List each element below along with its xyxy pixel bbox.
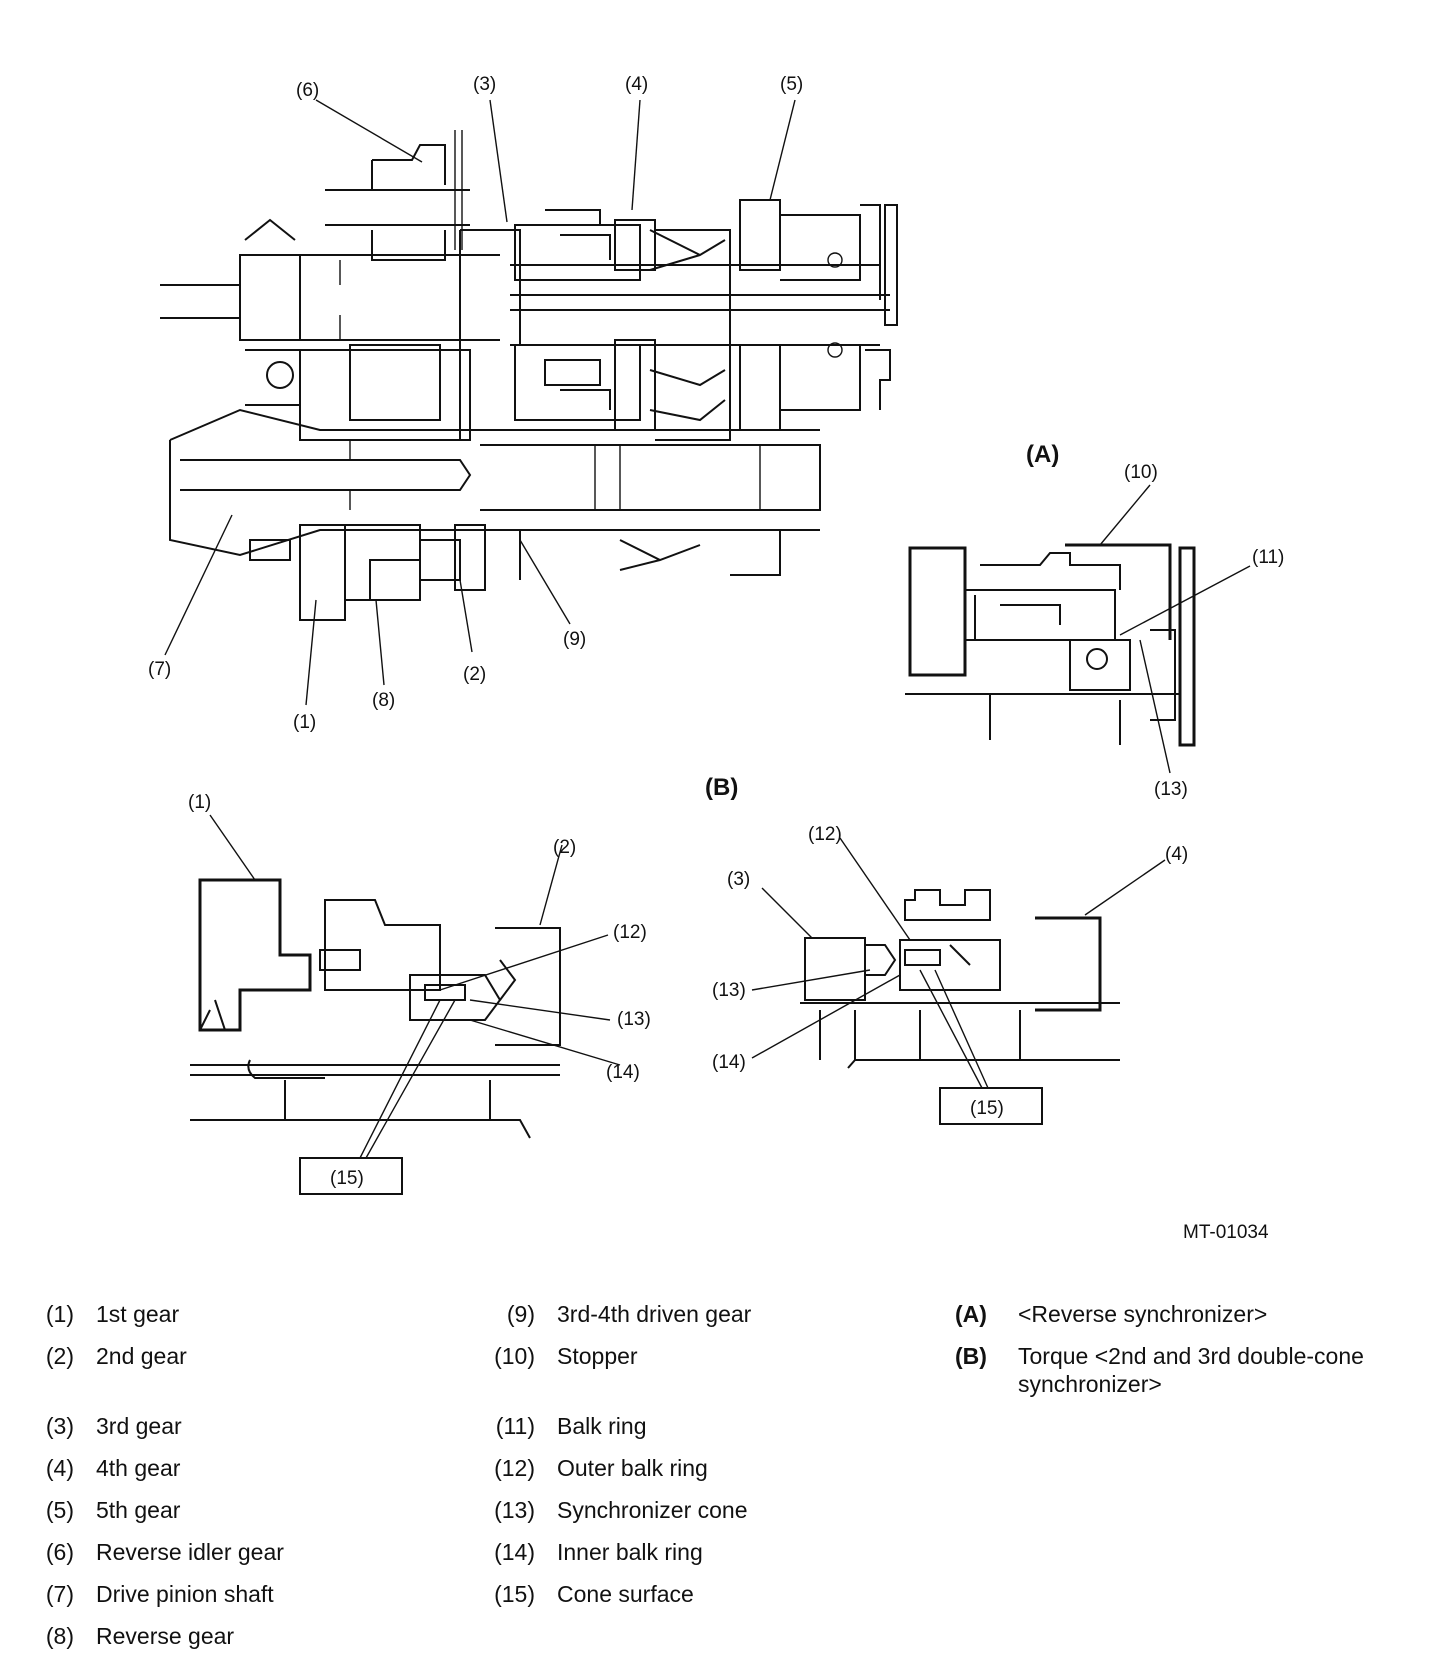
legend-text: Inner balk ring bbox=[557, 1539, 703, 1565]
detail-b-left: (1) (2) (12) (13) (14) (15) bbox=[188, 792, 651, 1195]
legend-num: (B) bbox=[955, 1343, 987, 1369]
callout-4: (4) bbox=[625, 74, 648, 95]
callout-1: (1) bbox=[293, 712, 316, 733]
legend-text: 1st gear bbox=[96, 1301, 180, 1327]
callout-2: (2) bbox=[463, 664, 486, 685]
legend-num: (A) bbox=[955, 1301, 987, 1327]
legend-text: Synchronizer cone bbox=[557, 1497, 748, 1523]
callout-6: (6) bbox=[296, 80, 319, 101]
figure-code: MT-01034 bbox=[1183, 1222, 1269, 1243]
callout-11: (11) bbox=[1252, 547, 1284, 568]
legend-num: (9) bbox=[506, 1301, 535, 1327]
legend-num: (12) bbox=[494, 1455, 535, 1481]
legend: (1) 1st gear (2) 2nd gear (3) 3rd gear (… bbox=[0, 1300, 1440, 1670]
legend-text: Outer balk ring bbox=[557, 1455, 708, 1481]
diagram-svg: (6) (3) (4) (5) (7) (1) (8) (2) (9) (A) … bbox=[148, 74, 1284, 1243]
legend-num: (15) bbox=[494, 1581, 535, 1607]
callout-12-right: (12) bbox=[808, 824, 842, 845]
callout-15-left: (15) bbox=[330, 1168, 364, 1189]
callout-9: (9) bbox=[563, 629, 586, 650]
legend-num: (5) bbox=[45, 1497, 74, 1523]
legend-num: (7) bbox=[45, 1581, 74, 1607]
legend-num: (2) bbox=[45, 1343, 74, 1369]
legend-num: (14) bbox=[494, 1539, 535, 1565]
box-15-left bbox=[299, 1157, 403, 1195]
callout-1-b: (1) bbox=[188, 792, 211, 813]
callout-10: (10) bbox=[1124, 462, 1158, 483]
legend-text: Torque <2nd and 3rd double-cone synchron… bbox=[1018, 1343, 1364, 1397]
callout-13-right: (13) bbox=[712, 980, 746, 1001]
legend-text: Stopper bbox=[557, 1343, 638, 1369]
legend-text: Reverse gear bbox=[96, 1623, 235, 1649]
legend-num: (13) bbox=[494, 1497, 535, 1523]
legend-text: 5th gear bbox=[96, 1497, 181, 1523]
legend-text: Balk ring bbox=[557, 1413, 647, 1439]
legend-text: Cone surface bbox=[557, 1581, 694, 1607]
view-a-label: (A) bbox=[1026, 441, 1059, 468]
callout-3-b: (3) bbox=[727, 869, 750, 890]
legend-text: 3rd gear bbox=[96, 1413, 182, 1439]
callout-14-left: (14) bbox=[606, 1062, 640, 1083]
legend-text: 3rd-4th driven gear bbox=[557, 1301, 752, 1327]
legend-text: <Reverse synchronizer> bbox=[1018, 1301, 1268, 1327]
callout-2-b: (2) bbox=[553, 837, 576, 858]
callout-4-b: (4) bbox=[1165, 844, 1188, 865]
callout-5: (5) bbox=[780, 74, 803, 95]
legend-text: 2nd gear bbox=[96, 1343, 187, 1369]
legend-num: (3) bbox=[45, 1413, 74, 1439]
legend-text: Reverse idler gear bbox=[96, 1539, 284, 1565]
callout-14-right: (14) bbox=[712, 1052, 746, 1073]
legend-num: (6) bbox=[45, 1539, 74, 1565]
callout-13-left: (13) bbox=[617, 1009, 651, 1030]
legend-num: (4) bbox=[45, 1455, 74, 1481]
legend-num: (10) bbox=[494, 1343, 535, 1369]
callout-12-left: (12) bbox=[613, 922, 647, 943]
main-assembly: (6) (3) (4) (5) (7) (1) (8) (2) (9) bbox=[148, 74, 898, 733]
legend-num: (1) bbox=[45, 1301, 74, 1327]
transmission-diagram: (6) (3) (4) (5) (7) (1) (8) (2) (9) (A) … bbox=[148, 74, 1284, 1243]
detail-b-right: (3) (12) (4) (13) (14) (15) bbox=[712, 824, 1188, 1125]
callout-7: (7) bbox=[148, 659, 171, 680]
box-15-right bbox=[939, 1087, 1043, 1125]
legend-num: (11) bbox=[495, 1413, 535, 1439]
legend-num: (8) bbox=[45, 1623, 74, 1649]
legend-text: 4th gear bbox=[96, 1455, 181, 1481]
callout-15-right: (15) bbox=[970, 1098, 1004, 1119]
detail-a-reverse-synchronizer: (A) (10) (11) (13) bbox=[905, 441, 1284, 800]
legend-text: Drive pinion shaft bbox=[96, 1581, 274, 1607]
callout-13-a: (13) bbox=[1154, 779, 1188, 800]
view-b-label: (B) bbox=[705, 774, 738, 801]
callout-8: (8) bbox=[372, 690, 395, 711]
callout-3: (3) bbox=[473, 74, 496, 95]
